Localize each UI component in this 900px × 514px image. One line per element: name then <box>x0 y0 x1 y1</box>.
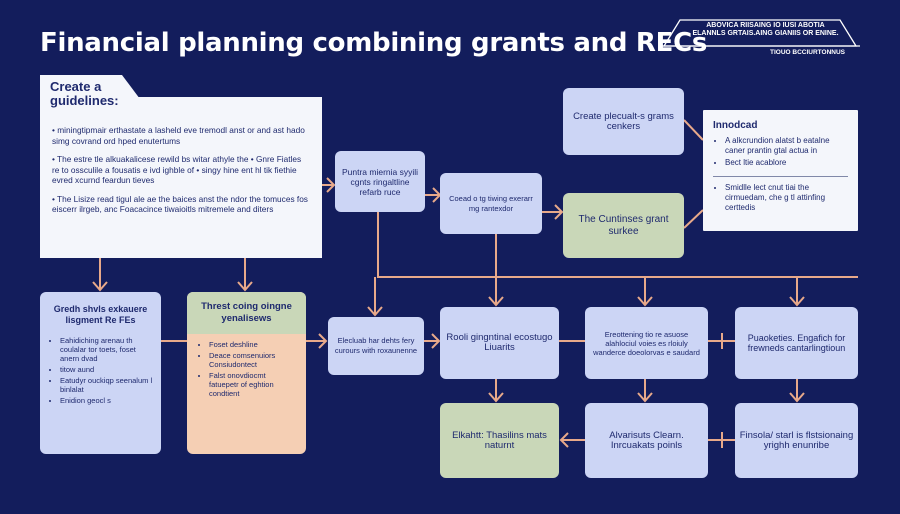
node-i: Rooli gingntinal ecostugo Liuarits <box>440 307 559 379</box>
badge-line-2: ELANNLS GRTAIS.AING GIANIIS OR ENINE. <box>692 30 839 37</box>
guidelines-tab <box>40 75 140 99</box>
guideline-paragraph: • The estre tle alkuakalicese rewild bs … <box>52 154 302 185</box>
badge-text: ABOVICA RIISAING IO IUSI ABOTIA ELANNLS … <box>678 22 853 38</box>
node-g-list: Foset deshline Deace comsenuiors Consiud… <box>187 334 306 400</box>
node-f-list: Eahidiching arenau th coulalar tor toets… <box>48 336 153 407</box>
node-f-heading: Gredh shvls exkauere lisgment Re FEs <box>53 304 148 325</box>
node-e-item: A alkcrundion alatst b eatalne caner pra… <box>725 136 848 156</box>
page-title: Financial planning combining grants and … <box>40 28 708 58</box>
badge-frame <box>660 19 860 47</box>
node-g: Threst coing oingne yenalisews Foset des… <box>187 292 306 454</box>
node-d: The Cuntinses grant surkee <box>563 193 684 258</box>
guidelines-panel: • miningtipmair erthastate a lasheld eve… <box>40 97 322 258</box>
node-l: Elkahtt: Thasilins mats naturnt <box>440 403 559 478</box>
guideline-paragraph: • The Lisize read tigul ale ae the baice… <box>52 193 308 215</box>
connector-lines <box>92 119 858 448</box>
node-f-item: Eatudyr ouckiqp seenalum l binlalat <box>60 376 153 394</box>
node-g-item: Deace comsenuiors Consiudontect <box>209 351 296 369</box>
node-g-item: Foset deshline <box>209 340 296 349</box>
node-f-item: titow aund <box>60 365 153 374</box>
node-e-list: A alkcrundion alatst b eatalne caner pra… <box>713 136 848 170</box>
node-f-item: Eahidiching arenau th coulalar tor toets… <box>60 336 153 363</box>
node-e-list-2: Smidlle lect cnut tiai the cirmuedam, ch… <box>713 183 848 215</box>
node-g-heading: Threst coing oingne yenalisews <box>187 292 306 334</box>
node-k: Puaoketies. Engafich for frewneds cantar… <box>735 307 858 379</box>
node-e: Innodcad A alkcrundion alatst b eatalne … <box>703 110 858 231</box>
node-h: Elecluab har dehts fery curours with rox… <box>328 317 424 375</box>
node-a: Puntra miernia syyili cgnts ringaltline … <box>335 151 425 212</box>
node-j: Ereottening tio re asuose alahlociul voi… <box>585 307 708 379</box>
node-b: Coead o tg tiwing exerarr mg rantexdor <box>440 173 542 234</box>
guideline-paragraph: • miningtipmair erthastate a lasheld eve… <box>52 125 305 146</box>
node-e-heading: Innodcad <box>713 120 758 131</box>
divider <box>713 176 848 177</box>
node-e-item: Bect ltie acablore <box>725 158 848 168</box>
node-n: Finsola/ starl is flstsionaing yrighh en… <box>735 403 858 478</box>
node-f-item: Enidion geocl s <box>60 396 153 405</box>
node-g-item: Falst onovdiocmt fatuepetr of eghtion co… <box>209 371 296 398</box>
node-c: Create plecualt-s grams cenkers <box>563 88 684 155</box>
guidelines-heading: Create a guidelines: <box>50 79 119 108</box>
node-e-item: Smidlle lect cnut tiai the cirmuedam, ch… <box>725 183 848 213</box>
node-f: Gredh shvls exkauere lisgment Re FEs Eah… <box>40 292 161 454</box>
node-m: Alvarisuts Clearn. Inrcuakats poinls <box>585 403 708 478</box>
badge-subtitle: TIOUO BCCIURTONNUS <box>770 49 845 56</box>
badge-line-1: ABOVICA RIISAING IO IUSI ABOTIA <box>706 22 825 29</box>
